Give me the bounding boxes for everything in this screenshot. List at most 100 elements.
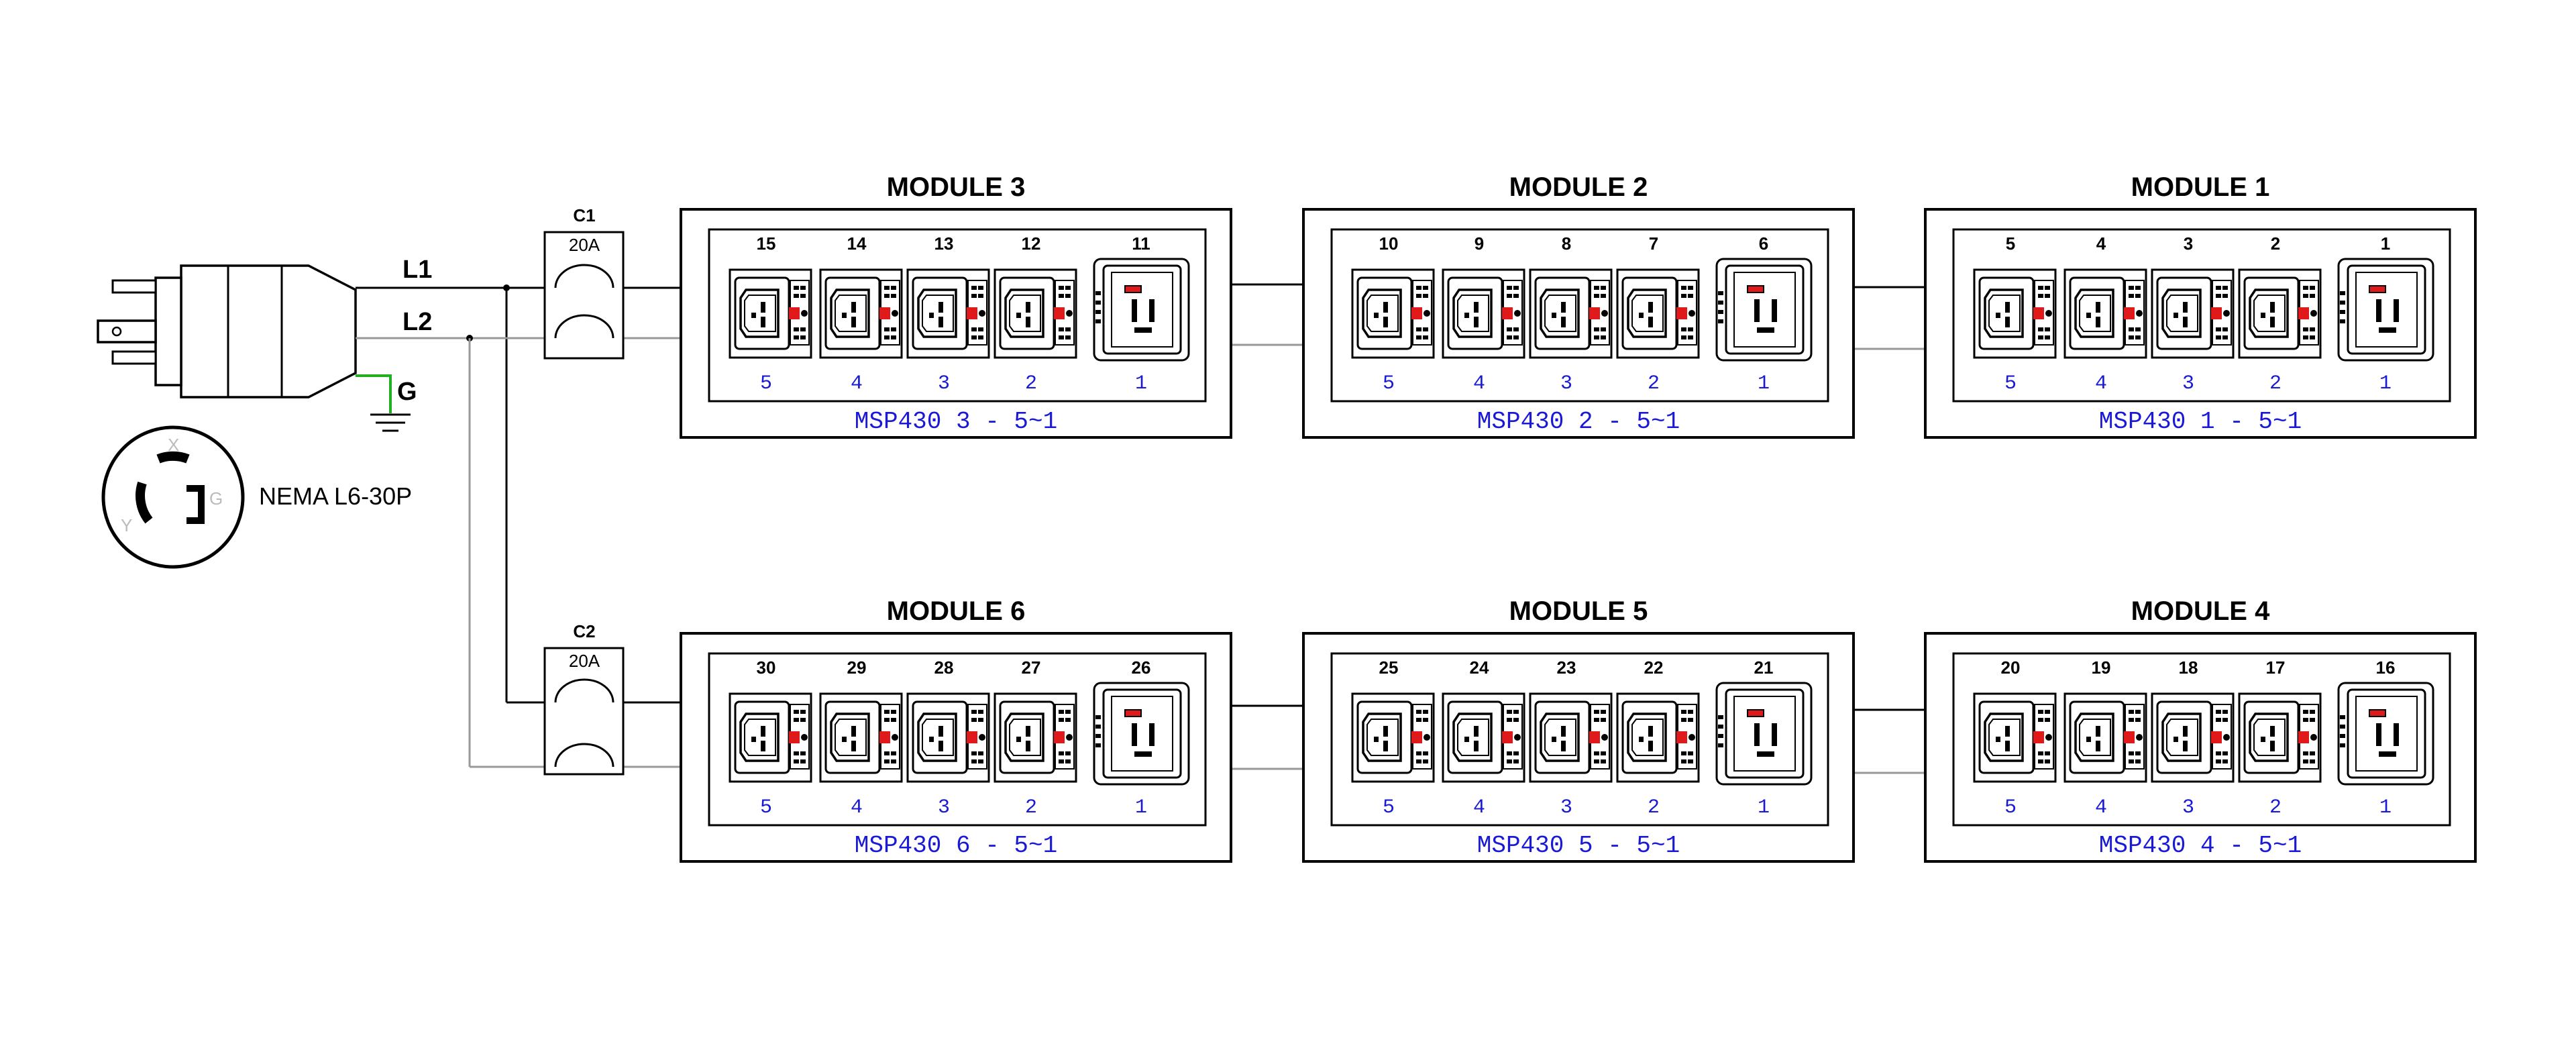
module-title: MODULE 6 xyxy=(887,596,1026,626)
c13-outlet-icon xyxy=(1529,692,1613,783)
c13-outlet-icon xyxy=(1616,268,1700,359)
l1-label: L1 xyxy=(402,256,432,284)
outlet-number: 22 xyxy=(1644,657,1664,678)
position-number: 2 xyxy=(2269,796,2282,819)
position-number: 4 xyxy=(1473,372,1485,395)
outlet-number: 5 xyxy=(2006,233,2015,254)
position-number: 5 xyxy=(2004,372,2017,395)
outlet-number: 6 xyxy=(1759,233,1768,254)
c13-outlet-icon xyxy=(1442,268,1525,359)
plug-name: NEMA L6-30P xyxy=(259,482,412,510)
l2-label: L2 xyxy=(402,308,432,336)
outlet-number: 15 xyxy=(757,233,776,254)
module-title: MODULE 3 xyxy=(887,172,1026,202)
c13-outlet-icon xyxy=(994,268,1077,359)
c19-outlet-icon xyxy=(1093,258,1190,362)
c13-outlet-icon xyxy=(906,268,990,359)
position-number: 3 xyxy=(938,372,950,395)
position-number: 5 xyxy=(760,372,772,395)
module-label: MSP430 3 - 5~1 xyxy=(855,408,1057,435)
breaker-c1: C1 20A xyxy=(543,205,625,360)
outlet-number: 30 xyxy=(757,657,776,678)
outlet-number: 10 xyxy=(1379,233,1399,254)
position-number: 2 xyxy=(1648,796,1660,819)
position-number: 1 xyxy=(1758,372,1770,395)
module-title: MODULE 4 xyxy=(2131,596,2270,626)
c13-outlet-icon xyxy=(1442,692,1525,783)
position-number: 4 xyxy=(851,796,863,819)
position-number: 1 xyxy=(1135,372,1147,395)
outlet-number: 28 xyxy=(934,657,954,678)
position-number: 1 xyxy=(1135,796,1147,819)
position-number: 5 xyxy=(1383,372,1395,395)
c13-outlet-icon xyxy=(994,692,1077,783)
position-number: 3 xyxy=(2182,796,2194,819)
c13-outlet-icon xyxy=(1973,692,2057,783)
module-label: MSP430 1 - 5~1 xyxy=(2099,408,2302,435)
position-number: 4 xyxy=(1473,796,1485,819)
outlet-number: 24 xyxy=(1470,657,1489,678)
outlet-number: 7 xyxy=(1649,233,1658,254)
pin-g-label: G xyxy=(209,488,223,509)
position-number: 2 xyxy=(1025,796,1037,819)
module-title: MODULE 2 xyxy=(1509,172,1648,202)
c19-outlet-icon xyxy=(1093,682,1190,786)
c13-outlet-icon xyxy=(729,692,812,783)
pin-x-label: X xyxy=(168,435,179,455)
outlet-number: 14 xyxy=(847,233,867,254)
outlet-number: 27 xyxy=(1022,657,1041,678)
c13-outlet-icon xyxy=(819,692,903,783)
position-number: 3 xyxy=(938,796,950,819)
outlet-number: 2 xyxy=(2271,233,2280,254)
nema-plug-face: X Y G xyxy=(101,425,245,569)
c13-outlet-icon xyxy=(906,692,990,783)
module-label: MSP430 5 - 5~1 xyxy=(1477,832,1680,859)
position-number: 4 xyxy=(851,372,863,395)
outlet-number: 8 xyxy=(1562,233,1571,254)
position-number: 5 xyxy=(1383,796,1395,819)
position-number: 1 xyxy=(1758,796,1770,819)
outlet-number: 26 xyxy=(1132,657,1151,678)
c19-outlet-icon xyxy=(1715,258,1813,362)
breaker-c2: C2 20A xyxy=(543,621,625,776)
outlet-number: 9 xyxy=(1474,233,1484,254)
nema-plug xyxy=(97,264,357,399)
outlet-number: 23 xyxy=(1557,657,1576,678)
position-number: 2 xyxy=(1025,372,1037,395)
breaker-name: C2 xyxy=(573,621,595,641)
c13-outlet-icon xyxy=(819,268,903,359)
c13-outlet-icon xyxy=(2063,692,2147,783)
position-number: 1 xyxy=(2379,796,2392,819)
position-number: 2 xyxy=(1648,372,1660,395)
c13-outlet-icon xyxy=(1351,268,1435,359)
breaker-name: C1 xyxy=(573,205,595,225)
outlet-number: 11 xyxy=(1132,233,1150,254)
c13-outlet-icon xyxy=(1616,692,1700,783)
module-label: MSP430 2 - 5~1 xyxy=(1477,408,1680,435)
position-number: 3 xyxy=(1560,796,1572,819)
outlet-number: 3 xyxy=(2184,233,2193,254)
c13-outlet-icon xyxy=(2238,692,2322,783)
outlet-number: 13 xyxy=(934,233,954,254)
module-title: MODULE 1 xyxy=(2131,172,2270,202)
outlet-number: 4 xyxy=(2096,233,2106,254)
outlet-number: 21 xyxy=(1754,657,1774,678)
c13-outlet-icon xyxy=(1973,268,2057,359)
breaker-rating: 20A xyxy=(569,235,600,255)
position-number: 1 xyxy=(2379,372,2392,395)
c13-outlet-icon xyxy=(729,268,812,359)
module-label: MSP430 4 - 5~1 xyxy=(2099,832,2302,859)
ground-label: G xyxy=(397,378,417,406)
position-number: 5 xyxy=(2004,796,2017,819)
breaker-rating: 20A xyxy=(569,651,600,671)
outlet-number: 29 xyxy=(847,657,867,678)
outlet-number: 20 xyxy=(2001,657,2021,678)
module-title: MODULE 5 xyxy=(1509,596,1648,626)
